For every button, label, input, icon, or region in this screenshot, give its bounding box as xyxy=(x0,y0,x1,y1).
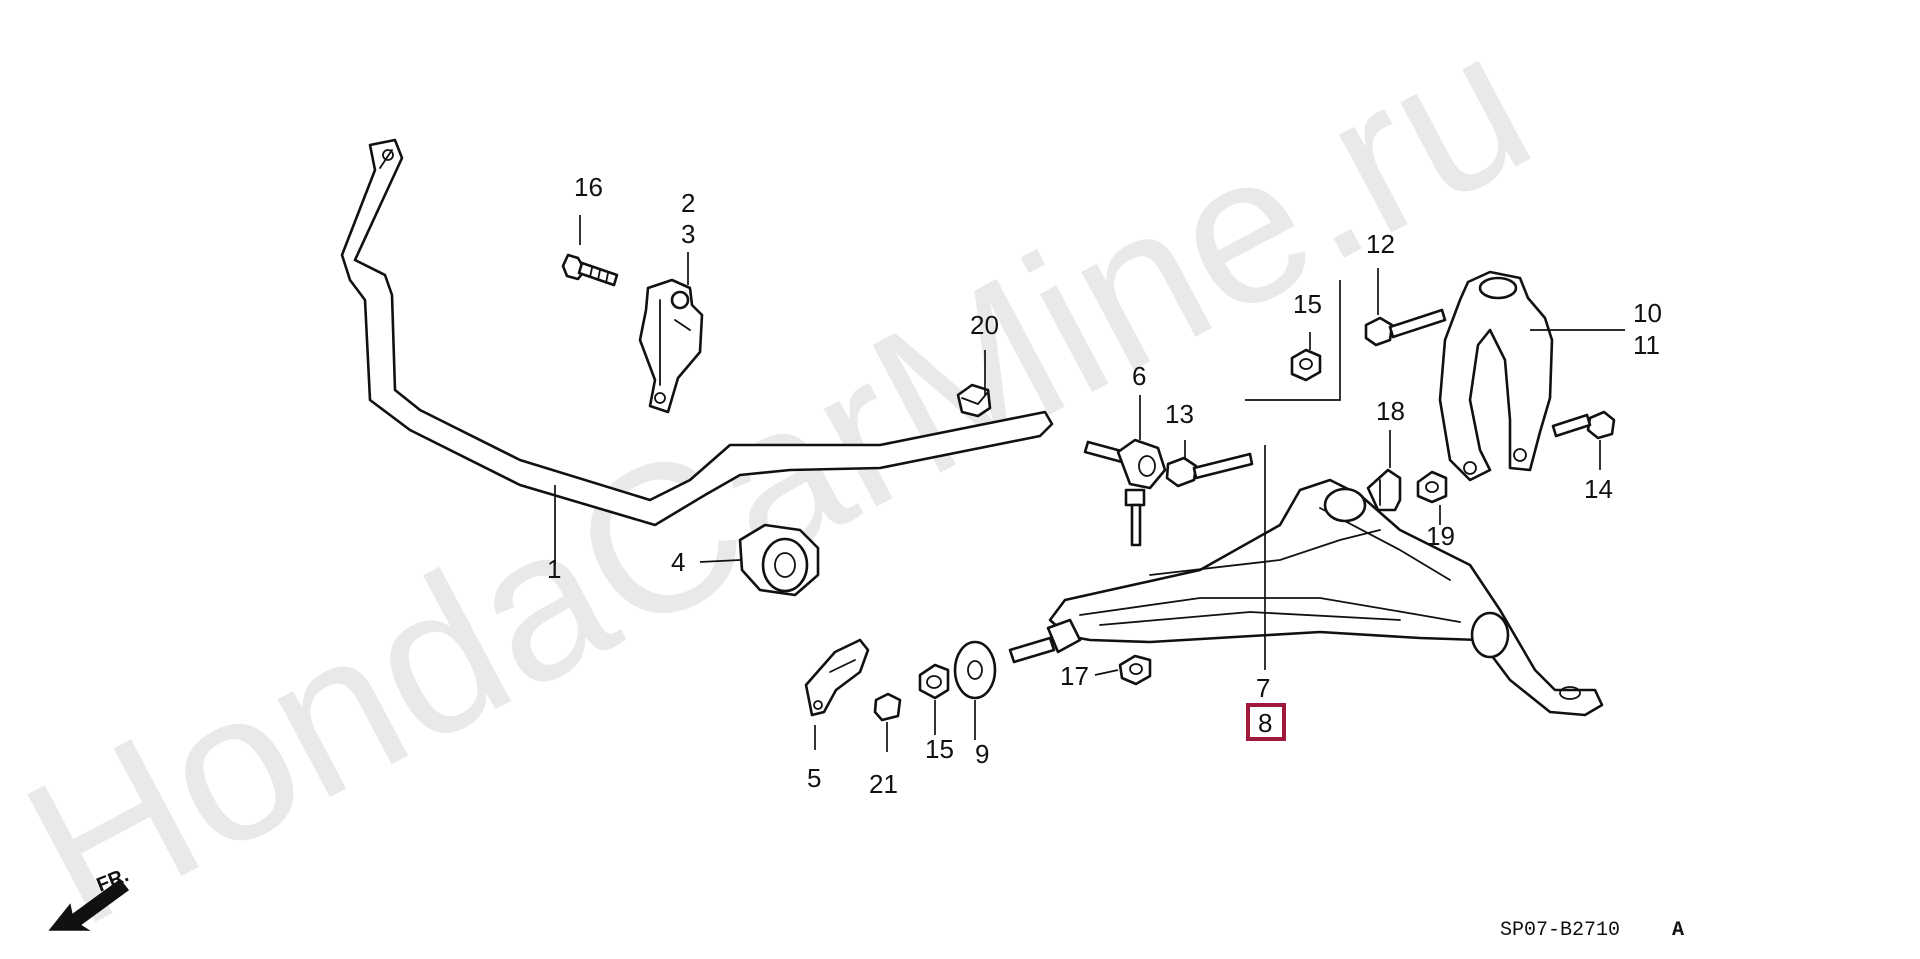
lower-arm[interactable] xyxy=(1008,478,1604,717)
nut-15-upper[interactable] xyxy=(1290,348,1322,382)
callout-4: 4 xyxy=(671,547,685,577)
bush-21[interactable] xyxy=(873,692,902,722)
callout-2: 2 xyxy=(681,188,695,218)
highlight-box xyxy=(1246,703,1286,741)
callout-21: 21 xyxy=(869,769,898,799)
diagram-revision: A xyxy=(1672,919,1684,942)
nut-19[interactable] xyxy=(1416,470,1448,504)
callout-17: 17 xyxy=(1060,661,1089,691)
callout-1: 1 xyxy=(547,554,561,584)
callout-11: 11 xyxy=(1633,330,1660,360)
front-direction-indicator: FR. xyxy=(48,864,132,931)
front-arrow-icon xyxy=(48,878,130,931)
callout-19: 19 xyxy=(1426,521,1455,551)
callout-13: 13 xyxy=(1165,399,1194,429)
group-bracket xyxy=(1245,280,1341,401)
nut-20[interactable] xyxy=(956,383,992,418)
callout-16: 16 xyxy=(574,172,603,202)
callout-20: 20 xyxy=(970,310,999,340)
bolt-12[interactable] xyxy=(1364,308,1447,347)
bolt-13[interactable] xyxy=(1165,452,1254,488)
callout-5: 5 xyxy=(807,763,821,793)
callout-8-highlighted[interactable]: 8 xyxy=(1246,703,1286,741)
callout-3: 3 xyxy=(681,219,695,249)
nut-15-lower[interactable] xyxy=(918,663,950,700)
callout-10: 10 xyxy=(1633,298,1662,328)
callout-7: 7 xyxy=(1256,673,1270,703)
stabilizer-link[interactable] xyxy=(1083,438,1167,547)
callout-15-upper: 15 xyxy=(1293,289,1322,319)
diagram-code: SP07-B2710 xyxy=(1500,919,1620,942)
bushing-4[interactable] xyxy=(738,523,820,597)
callout-15-lower: 15 xyxy=(925,734,954,764)
stabilizer-bar[interactable] xyxy=(340,138,1054,527)
callout-9: 9 xyxy=(975,739,989,769)
clamp-5[interactable] xyxy=(804,638,870,717)
nut-17[interactable] xyxy=(1118,654,1152,686)
callout-18: 18 xyxy=(1376,396,1405,426)
fork-bracket[interactable] xyxy=(1438,270,1554,482)
callout-6: 6 xyxy=(1132,361,1146,391)
callout-14: 14 xyxy=(1584,474,1613,504)
washer-9[interactable] xyxy=(953,640,997,700)
stabilizer-holder[interactable] xyxy=(638,278,704,414)
callout-8[interactable]: 8 xyxy=(1258,708,1272,738)
bolt-14[interactable] xyxy=(1551,410,1616,440)
callout-12: 12 xyxy=(1366,229,1395,259)
leader-lines xyxy=(554,215,1625,752)
bolt-16[interactable] xyxy=(561,253,619,287)
bracket-18[interactable] xyxy=(1366,468,1402,512)
